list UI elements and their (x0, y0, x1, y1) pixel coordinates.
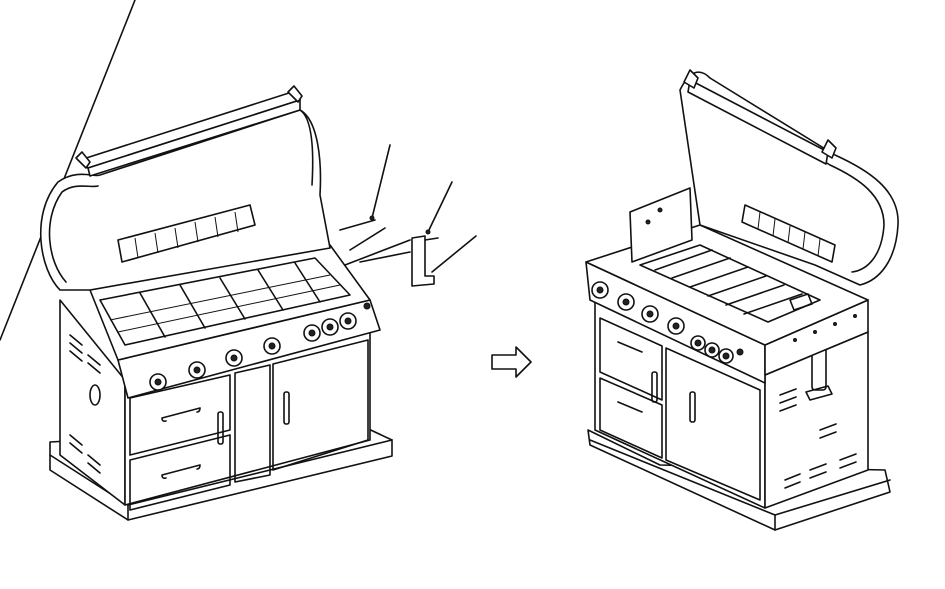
door-handle-icon (217, 411, 224, 445)
grill-before (0, 0, 477, 521)
left-grates (0, 0, 351, 346)
left-drawer-top (129, 374, 231, 456)
left-exploded-parts (339, 144, 477, 287)
right-drawer-top (599, 317, 663, 401)
right-warming-rack (741, 204, 836, 263)
right-door (665, 347, 761, 501)
right-drawer-bottom (599, 377, 663, 459)
left-knobs (149, 302, 371, 391)
left-lid-handle (75, 85, 303, 177)
right-lid (679, 71, 899, 286)
right-hinge-plate (629, 187, 693, 263)
left-door-2 (272, 339, 369, 471)
right-hollow-arrow-icon (491, 346, 532, 378)
right-side-vents (779, 388, 857, 489)
left-drawer-handle-top (161, 407, 201, 422)
right-knobs (591, 281, 744, 364)
left-side-vents (69, 334, 101, 474)
right-grates (639, 244, 821, 323)
left-drawer-handle-bottom (161, 464, 201, 479)
door-handle-icon-2 (283, 391, 290, 425)
right-lid-handle (683, 69, 837, 165)
left-drawer-bottom (129, 434, 231, 511)
grill-after (585, 69, 899, 531)
left-door-1 (234, 364, 271, 483)
right-shelf-bolts (793, 314, 857, 342)
mounting-bracket (411, 235, 435, 287)
left-warming-rack (117, 204, 256, 263)
